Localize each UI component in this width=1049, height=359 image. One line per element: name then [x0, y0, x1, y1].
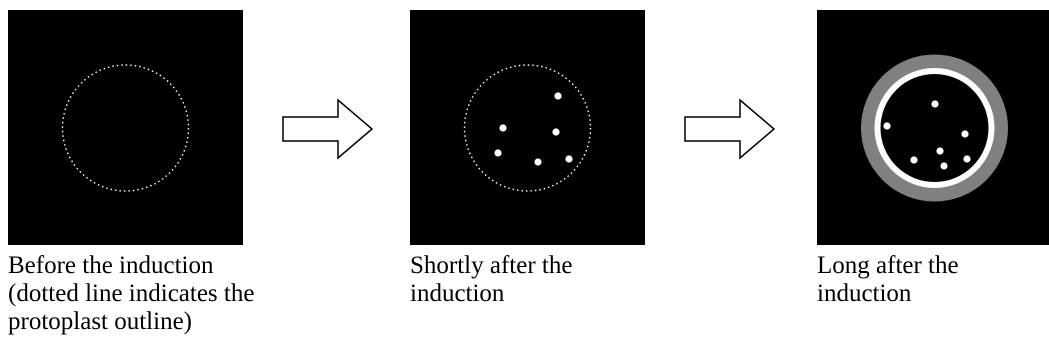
granule-dots — [494, 92, 573, 166]
caption-long-after: Long after the induction — [817, 252, 959, 308]
caption-line: protoplast outline) — [8, 308, 192, 335]
granule-dot — [940, 162, 948, 170]
granule-dot — [565, 155, 573, 163]
arrow-right-icon — [282, 98, 374, 160]
panel-before-induction — [8, 10, 243, 245]
granule-dot — [910, 156, 918, 164]
protoplast-outline-dotted — [463, 64, 592, 192]
granule-dot — [963, 155, 971, 163]
panel-shortly-after — [410, 10, 645, 245]
caption-line: induction — [410, 280, 505, 307]
granule-dot — [936, 147, 944, 155]
arrow-right-icon — [684, 98, 776, 160]
shortly-after-image — [463, 64, 592, 192]
before-induction-image — [61, 64, 190, 192]
protoplast-outline-dotted — [61, 64, 190, 192]
caption-line: Shortly after the — [410, 252, 573, 279]
granule-dot — [931, 100, 939, 108]
granule-dot — [552, 128, 560, 136]
caption-line: (dotted line indicates the — [8, 280, 255, 307]
granule-dot — [494, 149, 502, 157]
granule-dot — [499, 124, 507, 132]
outer-wall-ring — [861, 54, 1008, 202]
caption-shortly-after: Shortly after the induction — [410, 252, 572, 308]
long-after-image — [861, 54, 1008, 202]
panel-long-after — [817, 10, 1049, 245]
caption-before-induction: Before the induction (dotted line indica… — [8, 252, 254, 336]
caption-line: induction — [817, 280, 912, 307]
granule-dot — [961, 130, 969, 138]
caption-line: Before the induction — [8, 252, 214, 279]
inner-wall-ring — [874, 68, 995, 188]
granule-dot — [554, 92, 562, 100]
granule-dots — [883, 100, 971, 170]
caption-line: Long after the — [817, 252, 959, 279]
granule-dot — [534, 158, 542, 166]
granule-dot — [883, 122, 891, 130]
